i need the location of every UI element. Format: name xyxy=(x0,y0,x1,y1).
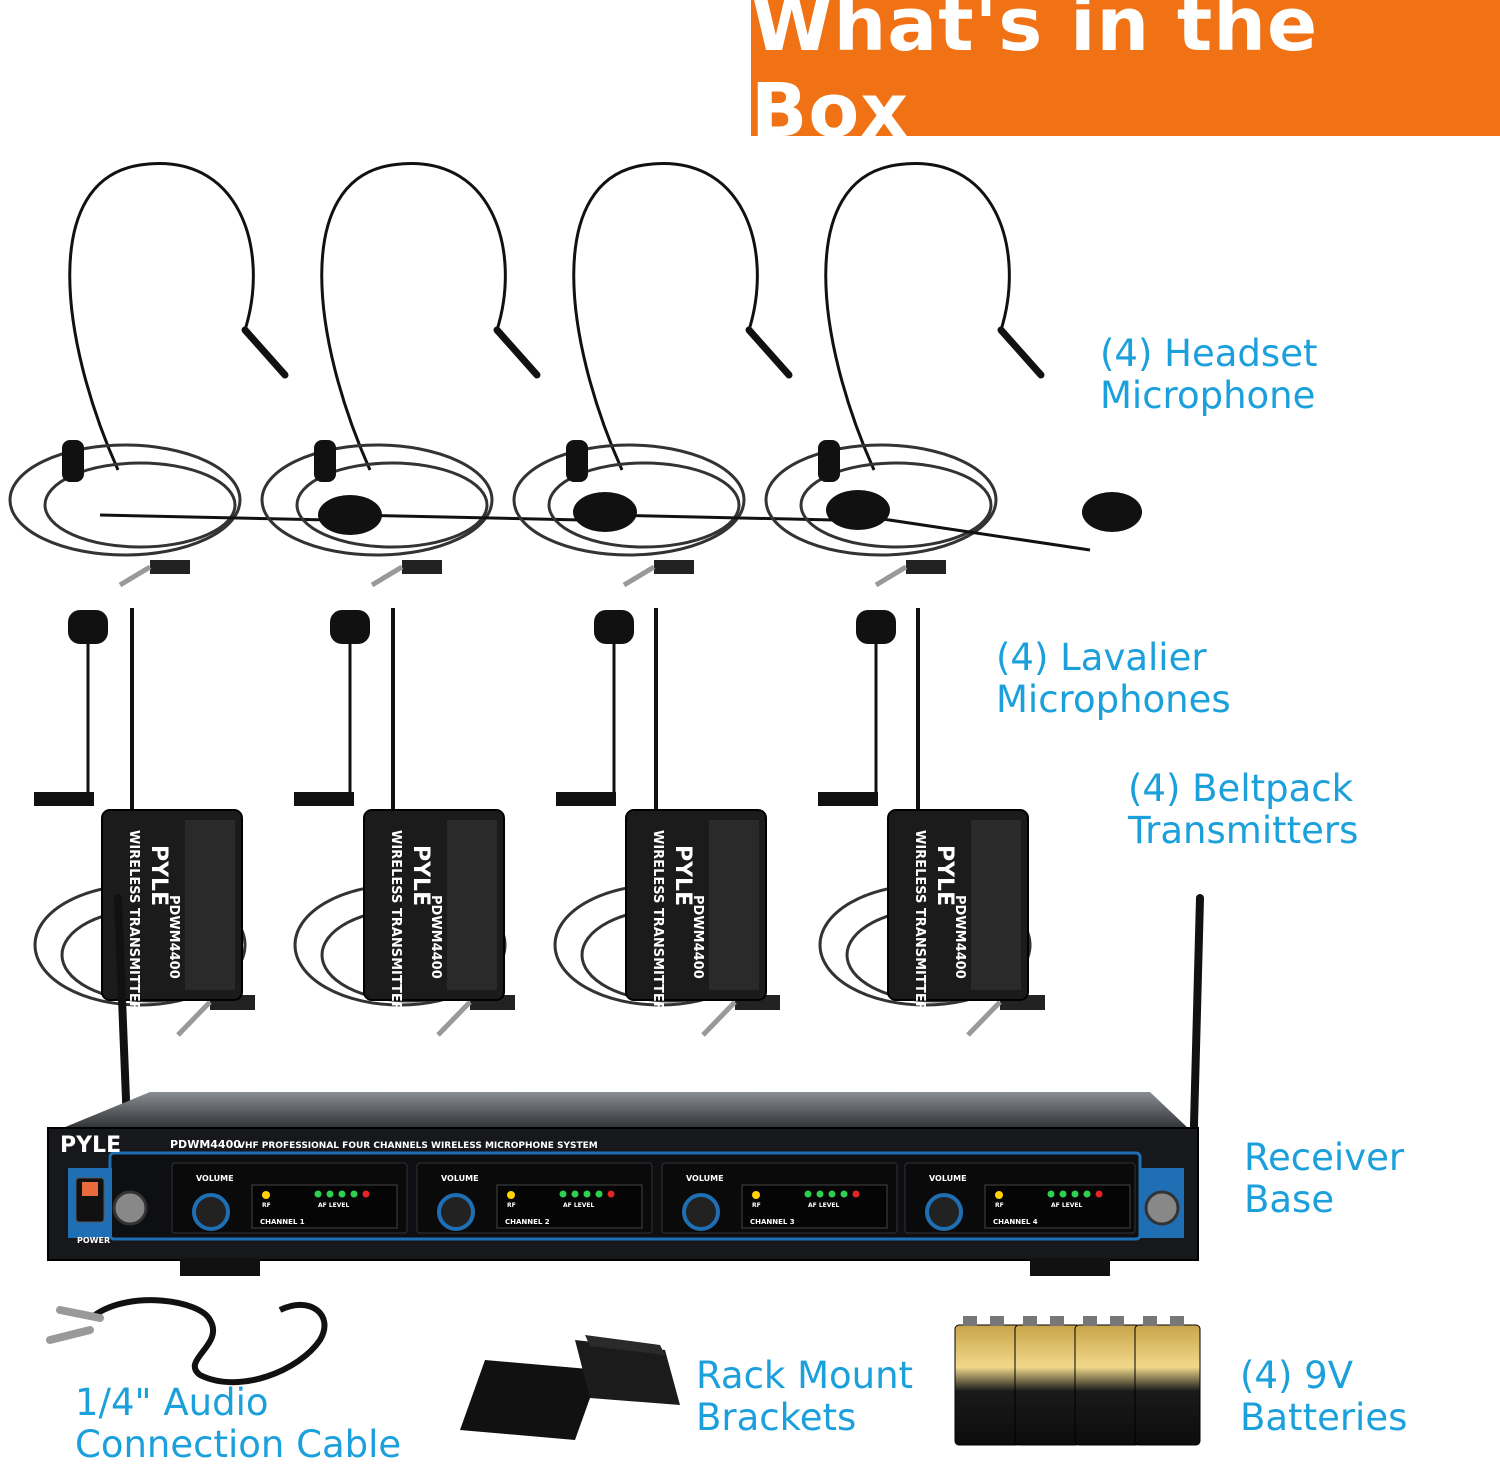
af-level-label: AF LEVEL xyxy=(1051,1202,1082,1209)
af-level-label: AF LEVEL xyxy=(808,1202,839,1209)
batteries xyxy=(954,1316,1201,1446)
receiver-brand: PYLE xyxy=(60,1133,121,1158)
volume-label: VOLUME xyxy=(929,1174,967,1183)
volume-label: VOLUME xyxy=(686,1174,724,1183)
audio-cable xyxy=(46,1297,328,1386)
transmitter-label: WIRELESS TRANSMITTER xyxy=(388,830,403,1012)
transmitter-model: PDWM4400 xyxy=(952,895,967,979)
headset-microphone xyxy=(764,162,1142,588)
audio-cable-label: 1/4" Audio Connection Cable xyxy=(75,1381,402,1466)
whats-in-the-box-banner: What's in the Box xyxy=(751,0,1500,154)
power-label: POWER xyxy=(77,1236,110,1245)
af-level-label: AF LEVEL xyxy=(318,1202,349,1209)
channel-module xyxy=(661,1162,898,1234)
channel-module xyxy=(904,1162,1136,1234)
transmitter-brand: PYLE xyxy=(408,845,433,906)
transmitter-brand: PYLE xyxy=(146,845,171,906)
transmitter-brand: PYLE xyxy=(932,845,957,906)
transmitter-label: WIRELESS TRANSMITTER xyxy=(126,830,141,1012)
beltpack-transmitters-label: (4) Beltpack Transmitters xyxy=(1128,767,1359,852)
channel-label: CHANNEL 3 xyxy=(750,1218,795,1226)
rack-mount-brackets-label: Rack Mount Brackets xyxy=(696,1354,914,1439)
lavalier-set xyxy=(293,608,515,1037)
transmitter-label: WIRELESS TRANSMITTER xyxy=(650,830,665,1012)
lavalier-set xyxy=(553,608,780,1037)
rf-label: RF xyxy=(995,1202,1004,1209)
lavalier-set xyxy=(33,608,255,1037)
volume-label: VOLUME xyxy=(441,1174,479,1183)
rack-brackets xyxy=(460,1335,680,1440)
banner-title: What's in the Box xyxy=(751,0,1319,154)
af-level-label: AF LEVEL xyxy=(563,1202,594,1209)
channel-label: CHANNEL 4 xyxy=(993,1218,1038,1226)
transmitter-model: PDWM4400 xyxy=(690,895,705,979)
headset-microphone-label: (4) Headset Microphone xyxy=(1100,332,1318,417)
receiver-base-label: Receiver Base xyxy=(1244,1136,1405,1221)
rf-label: RF xyxy=(262,1202,271,1209)
lavalier-set xyxy=(818,608,1045,1037)
receiver-base: PYLE PDWM4400 VHF PROFESSIONAL FOUR CHAN… xyxy=(47,894,1204,1276)
channel-module xyxy=(416,1162,653,1234)
transmitter-label: WIRELESS TRANSMITTER xyxy=(912,830,927,1012)
rf-label: RF xyxy=(507,1202,516,1209)
channel-label: CHANNEL 1 xyxy=(260,1218,305,1226)
batteries-label: (4) 9V Batteries xyxy=(1240,1354,1408,1439)
transmitter-model: PDWM4400 xyxy=(428,895,443,979)
volume-label: VOLUME xyxy=(196,1174,234,1183)
receiver-description: VHF PROFESSIONAL FOUR CHANNELS WIRELESS … xyxy=(238,1141,598,1151)
headset-microphone xyxy=(260,162,637,588)
lavalier-microphones-label: (4) Lavalier Microphones xyxy=(996,636,1231,721)
headset-microphone xyxy=(8,162,382,588)
rf-label: RF xyxy=(752,1202,761,1209)
transmitter-model: PDWM4400 xyxy=(166,895,181,979)
headset-microphone xyxy=(512,162,890,588)
receiver-model: PDWM4400 xyxy=(170,1138,241,1151)
transmitter-brand: PYLE xyxy=(670,845,695,906)
channel-label: CHANNEL 2 xyxy=(505,1218,550,1226)
channel-module xyxy=(171,1162,408,1234)
